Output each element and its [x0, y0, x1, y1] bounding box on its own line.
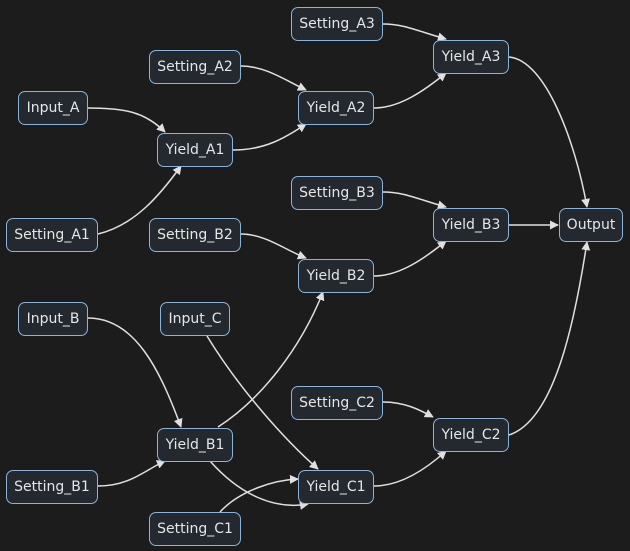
edge-setting-a2-to-yield-a2: [240, 65, 307, 91]
edge-yield-b1-to-yield-c1: [209, 460, 309, 510]
node-yield-a1[interactable]: Yield_A1: [157, 133, 233, 167]
node-label: Output: [566, 217, 616, 233]
node-input-c[interactable]: Input_C: [160, 302, 230, 336]
node-label: Yield_A1: [165, 142, 225, 158]
edge-input-b-to-yield-b1: [87, 317, 183, 428]
node-setting-b2[interactable]: Setting_B2: [149, 218, 241, 252]
edge-setting-a1-to-yield-a1: [97, 165, 182, 235]
node-label: Input_C: [168, 311, 222, 327]
edge-setting-b2-to-yield-b2: [240, 233, 307, 260]
node-setting-b1[interactable]: Setting_B1: [6, 470, 98, 504]
edge-yield-a3-to-output: [508, 56, 590, 208]
edge-yield-c2-to-output: [508, 241, 591, 436]
edge-setting-a3-to-yield-a3: [382, 23, 447, 42]
node-input-b[interactable]: Input_B: [18, 302, 88, 336]
node-label: Input_B: [26, 311, 80, 327]
node-yield-a2[interactable]: Yield_A2: [298, 91, 374, 125]
node-label: Yield_B2: [306, 268, 366, 284]
node-label: Yield_A2: [306, 100, 366, 116]
edge-yield-b2-to-yield-b3: [373, 240, 447, 277]
node-label: Setting_C1: [157, 521, 233, 537]
node-yield-a3[interactable]: Yield_A3: [433, 40, 509, 74]
node-yield-b1[interactable]: Yield_B1: [157, 428, 233, 462]
edge-setting-c1-to-yield-c1: [219, 474, 299, 513]
node-label: Setting_B2: [157, 227, 233, 243]
node-setting-c1[interactable]: Setting_C1: [149, 512, 241, 546]
node-label: Setting_A2: [157, 59, 233, 75]
node-yield-c1[interactable]: Yield_C1: [298, 470, 374, 504]
edge-setting-b1-to-yield-b1: [97, 460, 166, 487]
node-label: Setting_A3: [299, 16, 375, 32]
node-yield-b3[interactable]: Yield_B3: [433, 208, 509, 242]
node-label: Setting_C2: [299, 395, 375, 411]
node-setting-a3[interactable]: Setting_A3: [291, 7, 383, 41]
edge-input-c-to-yield-c1: [206, 335, 319, 470]
node-label: Yield_A3: [441, 49, 501, 65]
node-label: Yield_C1: [306, 479, 366, 495]
node-label: Setting_B3: [299, 185, 375, 201]
node-input-a[interactable]: Input_A: [18, 91, 88, 125]
node-label: Yield_B1: [165, 437, 225, 453]
edge-yield-c1-to-yield-c2: [373, 450, 447, 487]
edge-input-a-to-yield-a1: [87, 107, 166, 133]
node-yield-b2[interactable]: Yield_B2: [298, 259, 374, 293]
node-yield-c2[interactable]: Yield_C2: [433, 418, 509, 452]
node-label: Yield_B3: [441, 217, 501, 233]
node-label: Setting_A1: [14, 227, 90, 243]
node-output[interactable]: Output: [559, 208, 623, 242]
node-label: Input_A: [26, 100, 80, 116]
node-setting-b3[interactable]: Setting_B3: [291, 176, 383, 210]
node-setting-a1[interactable]: Setting_A1: [6, 218, 98, 252]
edge-yield-b1-to-yield-b2: [217, 291, 325, 428]
edge-yield-a1-to-yield-a2: [232, 123, 307, 151]
node-label: Setting_B1: [14, 479, 90, 495]
edge-setting-b3-to-yield-b3: [382, 191, 447, 210]
node-setting-c2[interactable]: Setting_C2: [291, 386, 383, 420]
node-label: Yield_C2: [441, 427, 501, 443]
node-setting-a2[interactable]: Setting_A2: [149, 50, 241, 84]
edge-setting-c2-to-yield-c2: [382, 401, 434, 418]
edge-yield-a2-to-yield-a3: [373, 72, 447, 109]
